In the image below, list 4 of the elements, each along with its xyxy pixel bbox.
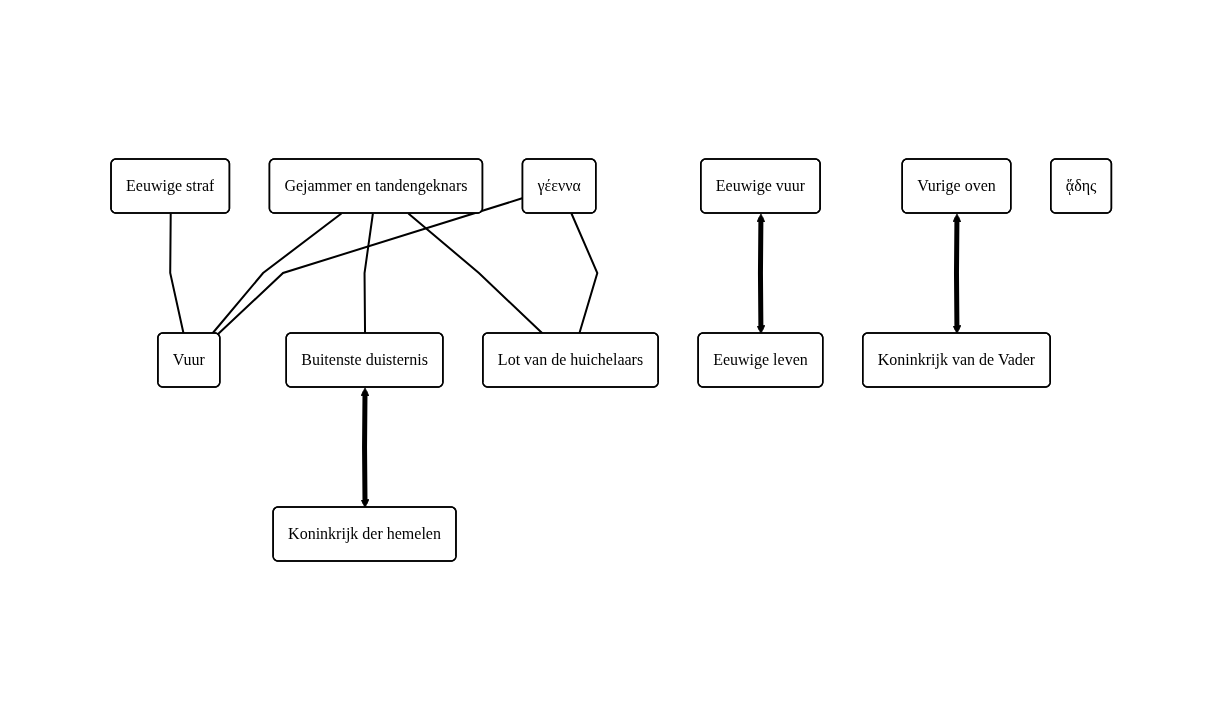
arrow	[952, 213, 962, 334]
arrow	[360, 387, 370, 508]
arrow	[756, 213, 766, 334]
connector	[211, 212, 343, 335]
